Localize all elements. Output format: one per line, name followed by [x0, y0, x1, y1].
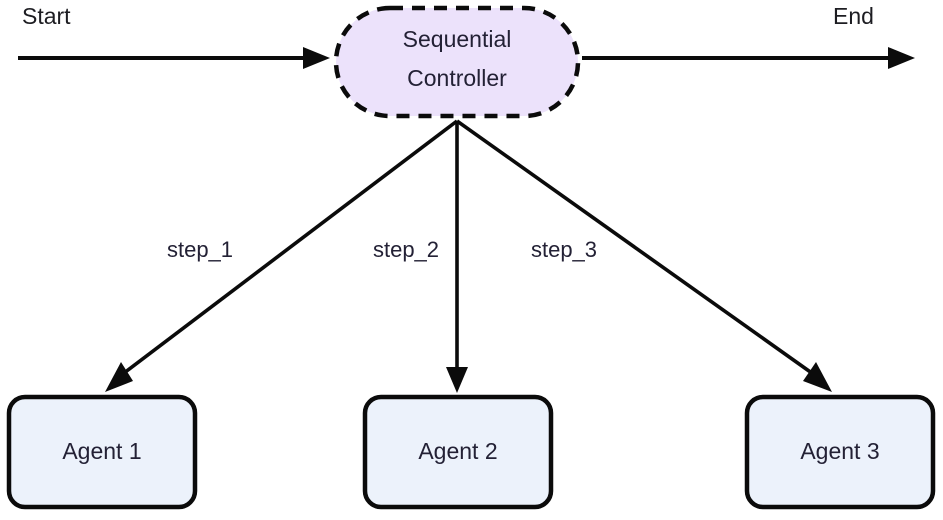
- edge-step-3: [455, 119, 832, 392]
- step-3-arrow-head-icon: [803, 362, 832, 392]
- node-agent-2[interactable]: Agent 2: [362, 394, 554, 510]
- agent-2-shape[interactable]: [362, 394, 554, 510]
- edge-controller-to-end: [582, 47, 915, 69]
- edge-step-1: [105, 119, 459, 392]
- agent-1-shape[interactable]: [6, 394, 198, 510]
- start-arrow-head-icon: [303, 47, 330, 69]
- edge-start-to-controller: [18, 47, 330, 69]
- controller-label-line1: Sequential: [403, 26, 512, 52]
- step-2-arrow-head-icon: [446, 367, 468, 393]
- edge-step-2: [446, 121, 468, 393]
- agent-3-label: Agent 3: [800, 438, 879, 464]
- edge-label-step-2: step_2: [373, 237, 439, 262]
- end-arrow-head-icon: [888, 47, 915, 69]
- step-1-arrow-head-icon: [105, 362, 133, 392]
- controller-shape[interactable]: [333, 5, 581, 119]
- start-label: Start: [22, 3, 71, 29]
- agent-3-shape[interactable]: [744, 394, 936, 510]
- node-agent-1[interactable]: Agent 1: [6, 394, 198, 510]
- node-sequential-controller[interactable]: Sequential Controller: [333, 5, 581, 119]
- end-label: End: [833, 3, 874, 29]
- controller-label-line2: Controller: [407, 65, 507, 91]
- node-agent-3[interactable]: Agent 3: [744, 394, 936, 510]
- step-1-line: [118, 119, 459, 378]
- agent-1-label: Agent 1: [62, 438, 141, 464]
- agent-2-label: Agent 2: [418, 438, 497, 464]
- edge-label-step-3: step_3: [531, 237, 597, 262]
- edge-label-step-1: step_1: [167, 237, 233, 262]
- step-3-line: [455, 119, 818, 378]
